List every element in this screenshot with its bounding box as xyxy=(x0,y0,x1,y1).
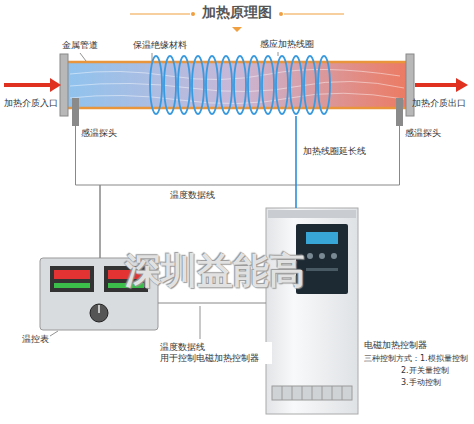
connector-label: 温度数据线 xyxy=(170,190,215,201)
terminal-strip xyxy=(272,386,352,400)
panel-strip xyxy=(306,268,338,271)
medium-flow xyxy=(70,81,404,91)
connector-line xyxy=(76,126,101,258)
top-vent xyxy=(268,210,356,218)
terminal-gap xyxy=(292,386,293,400)
medium-flow xyxy=(70,93,404,103)
led-display xyxy=(54,270,90,279)
pipe xyxy=(60,54,414,116)
heating-controller xyxy=(266,208,358,414)
terminal-gap xyxy=(342,386,343,400)
node-heading: 感温探头 xyxy=(81,128,117,139)
terminal-gap xyxy=(322,386,323,400)
connector-line xyxy=(100,126,400,258)
connector-line xyxy=(158,303,266,304)
leader-line xyxy=(152,53,153,61)
part-label: 保温绝缘材料 xyxy=(133,40,187,51)
part-label: 金属管道 xyxy=(62,40,98,51)
pipe-flange xyxy=(60,54,68,116)
panel-button xyxy=(331,253,337,259)
inlet-arrowhead xyxy=(50,78,61,92)
coil-turn xyxy=(178,56,190,114)
inlet-label: 加热介质入口 xyxy=(4,98,58,109)
pipe-body xyxy=(66,62,408,108)
leader-line xyxy=(50,331,58,336)
flow-arrows xyxy=(4,78,468,92)
leader-line xyxy=(200,306,201,339)
terminal-gap xyxy=(332,386,333,400)
title-rule xyxy=(130,13,190,14)
panel-button xyxy=(307,253,313,259)
node-note: 2.开关量控制 xyxy=(401,366,449,376)
temperature-probe: 感温探头 xyxy=(72,98,79,126)
diagram-title: 加热原理图 xyxy=(0,4,474,21)
connector-label: 加热线圈延长线 xyxy=(303,146,366,157)
outlet-arrowhead xyxy=(456,78,468,92)
inlet-arrow xyxy=(4,83,52,87)
node-heading: 感应加热线圈 xyxy=(260,39,314,50)
watermark: 深圳益能高 xyxy=(125,249,305,292)
terminal-gap xyxy=(312,386,313,400)
title-pointer xyxy=(232,27,242,32)
coil-turn xyxy=(206,56,218,114)
outlet-label: 加热介质出口 xyxy=(412,98,466,109)
induction-coil-area: 感应加热线圈 xyxy=(148,56,334,116)
outlet-arrow xyxy=(415,83,458,87)
heating-controller: 电磁加热控制器三种控制方式：1.模拟量控制2.开关量控制3.手动控制 xyxy=(266,208,358,414)
node-note: 3.手动控制 xyxy=(401,378,441,388)
coil-turn xyxy=(164,56,176,114)
coil-turn xyxy=(276,56,288,114)
display-window xyxy=(50,266,94,292)
coil-turn xyxy=(290,56,302,114)
coil-turn xyxy=(220,56,232,114)
node-heading: 温控表 xyxy=(22,334,49,345)
coil-turn xyxy=(150,56,162,114)
node-heading: 感温探头 xyxy=(405,128,441,139)
control-knob xyxy=(90,304,108,322)
coil-turn xyxy=(304,56,316,114)
node-heading: 电磁加热控制器 xyxy=(364,340,427,351)
controller-housing xyxy=(266,208,358,414)
panel-display xyxy=(306,232,338,244)
panel-button xyxy=(319,253,325,259)
leader-line xyxy=(80,53,86,61)
coil-turn xyxy=(234,56,246,114)
terminal-gap xyxy=(302,386,303,400)
title-dot xyxy=(279,12,283,16)
connector-line xyxy=(295,116,297,208)
title-rule xyxy=(284,13,344,14)
connector-label: 温度数据线 用于控制电磁加热控制器 xyxy=(160,342,272,364)
node-note: 三种控制方式：1.模拟量控制 xyxy=(364,354,468,364)
leader-line xyxy=(278,52,279,56)
coil-turn xyxy=(248,56,260,114)
terminal-gap xyxy=(282,386,283,400)
coil-turn xyxy=(192,56,204,114)
temperature-probe: 感温探头 xyxy=(396,98,403,126)
coil-turn xyxy=(262,56,274,114)
coil-turn xyxy=(318,56,330,114)
knob-mark xyxy=(98,305,100,313)
led-display xyxy=(54,283,90,288)
induction-coil xyxy=(150,56,330,114)
title-dot xyxy=(191,12,195,16)
